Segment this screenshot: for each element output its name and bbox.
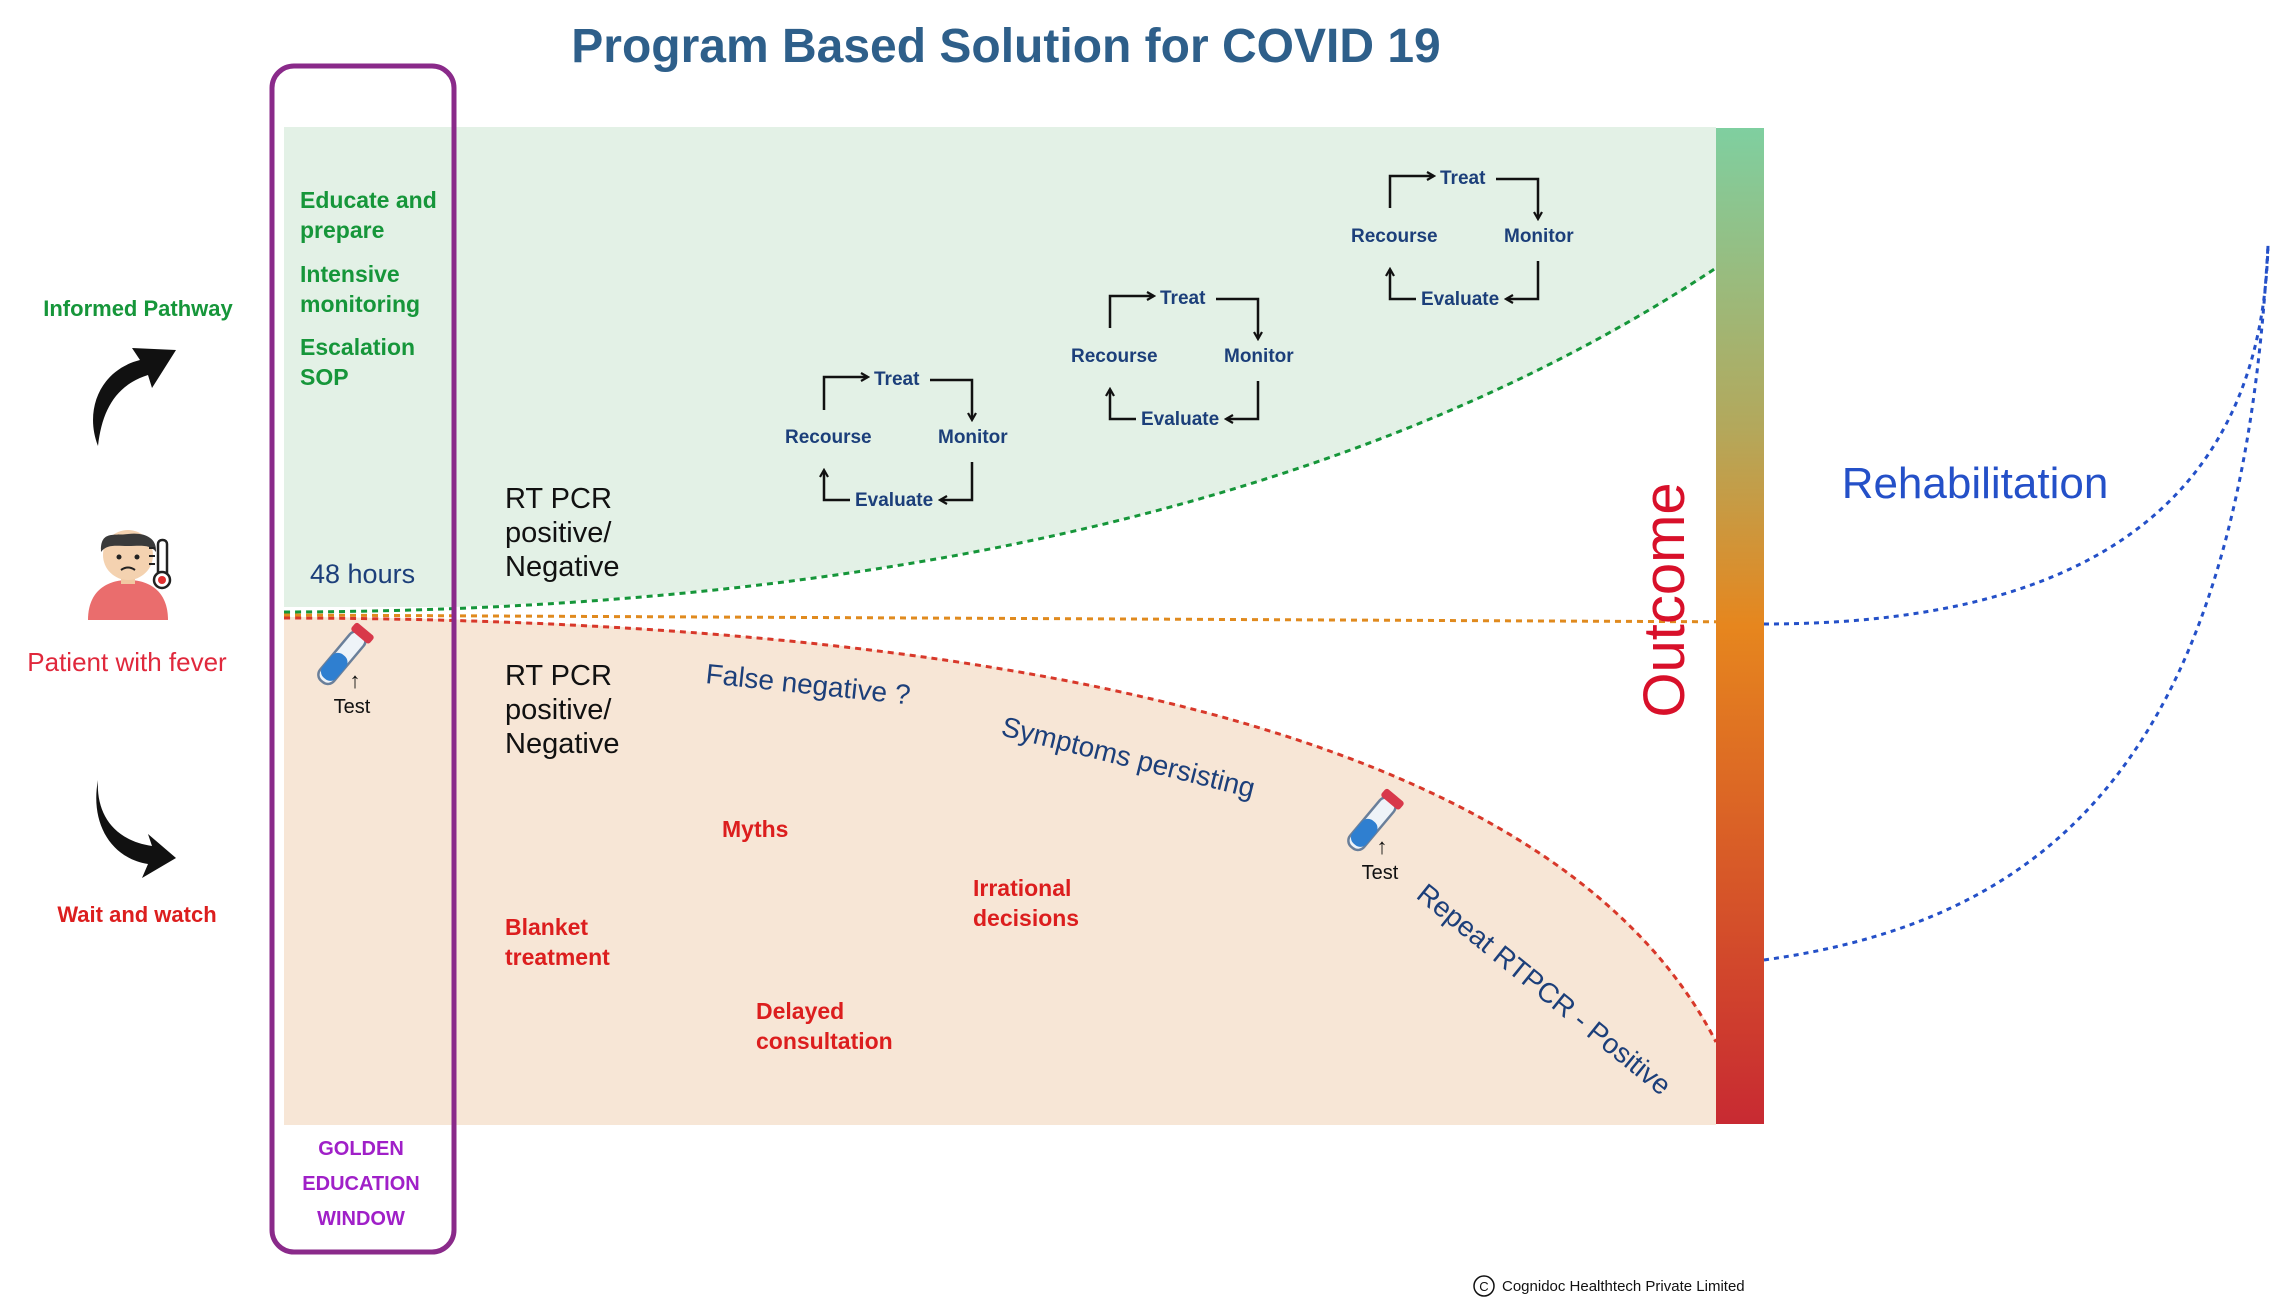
golden-window-line3: WINDOW	[317, 1208, 405, 1230]
informed-steps: Educate and prepare Intensive monitoring…	[300, 187, 437, 390]
problem-irrational-1: Irrational	[973, 875, 1071, 901]
rehab-curve-lower	[1763, 244, 2270, 962]
care-cycle-1: Treat Monitor Evaluate Recourse	[785, 369, 1008, 511]
test-tube-icon	[317, 622, 374, 686]
cycle2-monitor: Monitor	[1224, 346, 1294, 367]
step-monitoring-line2: monitoring	[300, 291, 420, 317]
curved-arrow-up-icon	[93, 348, 176, 446]
copyright-icon	[1473, 1275, 1495, 1297]
outcome-label: Outcome	[1632, 482, 1697, 717]
baseline-divider	[283, 613, 1759, 624]
problem-myths: Myths	[722, 816, 788, 842]
step-educate-line1: Educate and	[300, 187, 437, 213]
test-tube-icon-2	[1347, 788, 1404, 852]
cycle3-monitor: Monitor	[1504, 226, 1574, 247]
wait-and-watch-label: Wait and watch	[57, 902, 216, 927]
wait-watch-curve	[283, 616, 1718, 1043]
golden-window-box	[269, 63, 457, 1255]
cycle1-monitor: Monitor	[938, 427, 1008, 448]
upper-white-area	[284, 270, 1716, 610]
step-educate-line2: prepare	[300, 217, 384, 243]
problem-irrational-2: decisions	[973, 905, 1079, 931]
test-arrow-icon: ↑	[350, 668, 361, 693]
care-cycle-3: Treat Monitor Evaluate Recourse	[1351, 168, 1574, 310]
cycle2-recourse: Recourse	[1071, 346, 1158, 367]
cycle3-evaluate: Evaluate	[1421, 289, 1499, 310]
test-arrow-icon-2: ↑	[1377, 834, 1388, 859]
step-escalation-line1: Escalation	[300, 334, 415, 360]
test-label-2: Test	[1362, 862, 1399, 884]
rtpcr-lower-line2: positive/	[505, 694, 612, 726]
rtpcr-lower-line3: Negative	[505, 728, 619, 760]
rtpcr-upper-line1: RT PCR	[505, 483, 612, 515]
rtpcr-lower-line1: RT PCR	[505, 660, 612, 692]
informed-pathway-label: Informed Pathway	[43, 296, 233, 321]
curved-arrow-down-icon	[96, 780, 176, 878]
rtpcr-upper-line2: positive/	[505, 517, 612, 549]
cycle1-treat: Treat	[874, 369, 920, 390]
problem-delayed-1: Delayed	[756, 998, 844, 1024]
golden-window-line2: EDUCATION	[302, 1173, 419, 1195]
informed-pathway-curve	[283, 266, 1717, 614]
problem-blanket-1: Blanket	[505, 914, 588, 940]
outcome-gradient-bar	[1716, 128, 1764, 1124]
diagram-title: Program Based Solution for COVID 19	[571, 20, 1440, 73]
patient-fever-icon	[88, 530, 172, 620]
cycle2-evaluate: Evaluate	[1141, 409, 1219, 430]
problem-delayed-2: consultation	[756, 1028, 893, 1054]
cycle1-evaluate: Evaluate	[855, 490, 933, 511]
rehabilitation-label: Rehabilitation	[1842, 459, 2109, 508]
rtpcr-upper-line3: Negative	[505, 551, 619, 583]
step-monitoring-line1: Intensive	[300, 261, 400, 287]
cycle3-treat: Treat	[1440, 168, 1486, 189]
step-escalation-line2: SOP	[300, 364, 349, 390]
cycle1-recourse: Recourse	[785, 427, 872, 448]
copyright-label: Cognidoc Healthtech Private Limited	[1502, 1278, 1745, 1295]
care-cycle-2: Treat Monitor Evaluate Recourse	[1071, 288, 1294, 430]
golden-window-line1: GOLDEN	[318, 1138, 404, 1160]
cycle2-treat: Treat	[1160, 288, 1206, 309]
problem-blanket-2: treatment	[505, 944, 610, 970]
test-label: Test	[334, 696, 371, 718]
lower-white-area	[284, 617, 1716, 1040]
rehab-curve-upper	[1763, 244, 2270, 626]
copyright-symbol: C	[1479, 1279, 1488, 1294]
hours-label: 48 hours	[310, 559, 415, 589]
patient-with-fever-label: Patient with fever	[27, 647, 227, 677]
cycle3-recourse: Recourse	[1351, 226, 1438, 247]
